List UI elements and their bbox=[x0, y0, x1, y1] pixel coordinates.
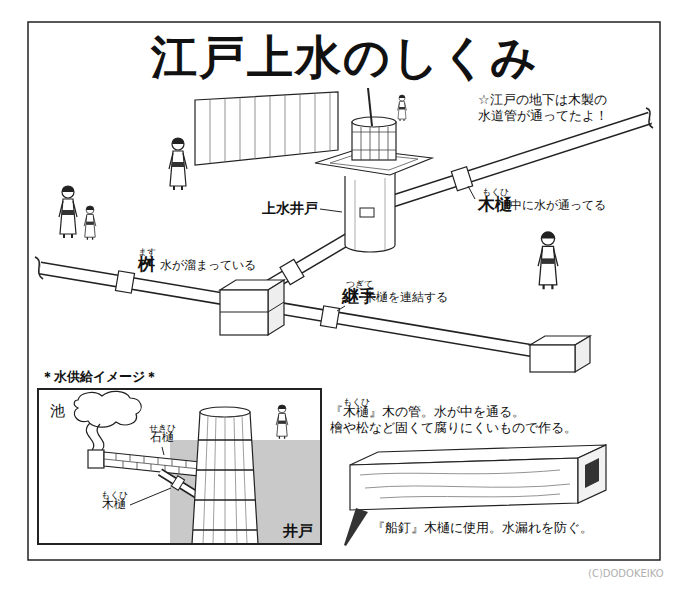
part-name: 石樋 bbox=[150, 430, 174, 444]
description: 『木樋』木の管。水が中を通る。 檜や松など固くて腐りにくいもので作る。 bbox=[330, 404, 620, 435]
wooden-pipe-sample bbox=[585, 458, 599, 488]
wooden-pipe bbox=[35, 257, 43, 279]
inset-picture bbox=[171, 476, 184, 490]
part-note: 木樋を連結する bbox=[364, 290, 448, 304]
part-name: 木樋 bbox=[478, 194, 512, 214]
leader-line bbox=[130, 488, 171, 505]
description: 『船釘』木樋に使用。水漏れを防ぐ。 bbox=[372, 520, 593, 536]
wooden-pipe bbox=[390, 118, 650, 202]
leader-line bbox=[162, 447, 164, 455]
inset-picture bbox=[276, 405, 288, 439]
wooden-pipe-sample bbox=[360, 470, 570, 498]
well bbox=[352, 117, 396, 127]
end-box bbox=[530, 345, 575, 372]
leader-line bbox=[468, 186, 475, 199]
building bbox=[195, 92, 338, 165]
pipe-joint bbox=[320, 306, 339, 328]
title-text: 江戸上水のしくみ bbox=[151, 30, 539, 85]
well bbox=[352, 122, 396, 160]
people bbox=[398, 95, 407, 121]
end-box bbox=[530, 336, 590, 372]
ship-nail bbox=[344, 508, 368, 546]
part-note: 中に水が通ってる bbox=[510, 198, 606, 212]
wooden-pipe-sample bbox=[350, 458, 578, 510]
part-name: 桝 bbox=[138, 254, 155, 274]
inset-picture bbox=[104, 452, 200, 476]
inset-picture bbox=[193, 440, 257, 530]
masu-box bbox=[220, 280, 284, 335]
wooden-pipe bbox=[390, 118, 650, 202]
ship-nail bbox=[344, 508, 368, 546]
inset-picture bbox=[200, 407, 250, 417]
watermark: (C)DODOKEIKO bbox=[588, 568, 664, 580]
inset-picture bbox=[74, 391, 320, 544]
part-name: 池 bbox=[50, 402, 65, 420]
masu-box bbox=[220, 302, 284, 312]
panel-heading: ＊水供給イメージ＊ bbox=[41, 369, 158, 385]
inset-picture bbox=[88, 450, 104, 468]
inset-picture bbox=[74, 391, 141, 427]
well bbox=[352, 127, 396, 160]
pipe-joint bbox=[115, 271, 134, 293]
leader-line bbox=[337, 306, 345, 311]
well bbox=[368, 88, 372, 126]
inset-picture bbox=[104, 453, 200, 473]
wooden-pipe-sample bbox=[578, 445, 606, 503]
pipe-joint bbox=[451, 167, 472, 191]
end-box bbox=[575, 336, 590, 372]
part-name: 上水井戸 bbox=[262, 200, 318, 217]
wooden-pipe bbox=[646, 108, 653, 128]
well bbox=[360, 208, 374, 217]
wooden-pipe bbox=[35, 108, 653, 352]
inset-picture bbox=[203, 415, 247, 544]
inset-picture bbox=[86, 423, 104, 450]
well bbox=[345, 172, 395, 252]
part-name: 井戸 bbox=[283, 522, 313, 540]
well bbox=[315, 88, 432, 252]
people bbox=[59, 95, 558, 289]
part-name: 木樋 bbox=[102, 497, 126, 511]
pipe-joint bbox=[115, 167, 472, 328]
wooden-pipe-sample bbox=[350, 445, 606, 510]
building bbox=[195, 92, 338, 165]
inset-panel: ＊水供給イメージ＊ bbox=[37, 388, 322, 545]
people bbox=[169, 138, 187, 190]
people bbox=[84, 206, 96, 240]
leader-line bbox=[320, 209, 342, 212]
building bbox=[210, 92, 330, 163]
leader-line bbox=[130, 186, 475, 505]
part-note: 水が溜まっている bbox=[160, 258, 256, 272]
inset-picture bbox=[192, 412, 258, 544]
note: ☆江戸の地下は木製の 水道管が通ってたよ！ bbox=[478, 92, 628, 123]
people bbox=[59, 186, 77, 238]
outer-frame bbox=[28, 22, 660, 560]
people bbox=[538, 232, 558, 289]
well bbox=[355, 178, 385, 250]
